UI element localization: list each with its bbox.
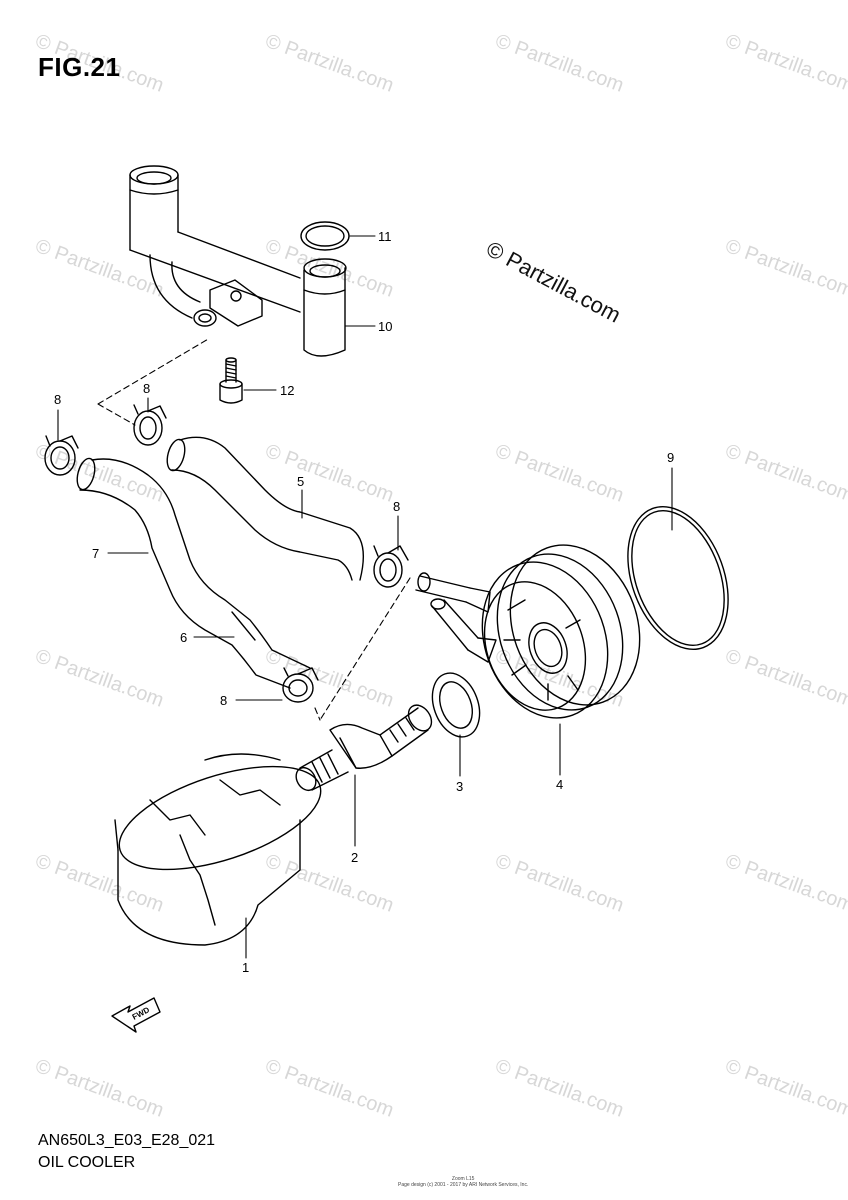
part-8-clamp[interactable] bbox=[282, 667, 319, 703]
figure-title: FIG.21 bbox=[38, 52, 121, 82]
callout-7: 7 bbox=[92, 546, 99, 561]
part-11-o-ring[interactable] bbox=[300, 221, 350, 251]
part-2-union-bolt[interactable] bbox=[292, 701, 436, 794]
callout-8: 8 bbox=[54, 392, 61, 407]
callout-8: 8 bbox=[393, 499, 400, 514]
part-5-hose[interactable] bbox=[164, 436, 364, 581]
callout-9: 9 bbox=[667, 450, 674, 465]
callout-12: 12 bbox=[280, 383, 294, 398]
part-9-o-ring[interactable] bbox=[609, 493, 746, 664]
callout-2: 2 bbox=[351, 850, 358, 865]
callout-numbers: 1 2 3 4 5 6 7 8 8 8 8 9 10 11 12 bbox=[54, 229, 674, 975]
callout-10: 10 bbox=[378, 319, 392, 334]
callout-11: 11 bbox=[378, 229, 392, 244]
callout-8: 8 bbox=[220, 693, 227, 708]
callout-4: 4 bbox=[556, 777, 563, 792]
part-3-gasket[interactable] bbox=[424, 666, 488, 743]
footer-note: Zoom L15 Page design (c) 2001 - 2017 by … bbox=[398, 1176, 528, 1188]
callout-6: 6 bbox=[180, 630, 187, 645]
callout-3: 3 bbox=[456, 779, 463, 794]
callout-5: 5 bbox=[297, 474, 304, 489]
part-12-bolt[interactable] bbox=[219, 357, 243, 404]
footer-line-2: Page design (c) 2001 - 2017 by ARI Netwo… bbox=[398, 1182, 529, 1188]
diagram-code: AN650L3_E03_E28_021 bbox=[38, 1132, 216, 1149]
part-1-oil-filter[interactable] bbox=[107, 746, 333, 946]
part-8-clamp[interactable] bbox=[373, 545, 409, 588]
part-7-hose[interactable] bbox=[74, 456, 311, 689]
diagram-caption: OIL COOLER bbox=[38, 1154, 136, 1171]
assembly-guide-lines bbox=[97, 337, 411, 721]
part-8-clamp[interactable] bbox=[133, 404, 167, 446]
leader-lines bbox=[57, 235, 673, 959]
footer-line-1: Zoom L15 bbox=[451, 1176, 475, 1182]
part-4-oil-cooler[interactable] bbox=[415, 527, 661, 736]
callout-8: 8 bbox=[143, 381, 150, 396]
callout-1: 1 bbox=[242, 960, 249, 975]
part-10-outlet-pipe[interactable] bbox=[129, 165, 347, 357]
part-8-clamp[interactable] bbox=[44, 435, 79, 476]
forward-arrow-icon: FWD bbox=[111, 997, 161, 1033]
